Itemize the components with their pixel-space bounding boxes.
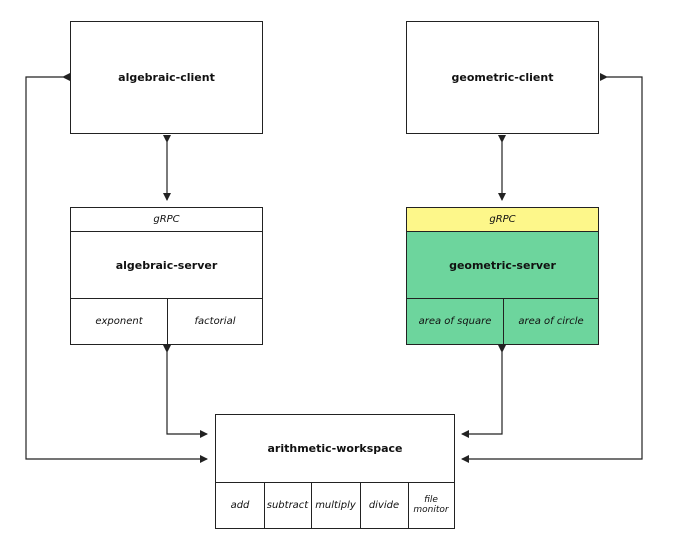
divider [408,482,409,528]
function-multiply: multiply [315,499,356,511]
connector-algebraic-client-workspace [25,73,208,463]
function-file-monitor: file monitor [413,495,449,515]
algebraic-server-protocol: gRPC [71,208,262,232]
connector-geometric-client-workspace [461,73,643,463]
divider [264,482,265,528]
divider [71,298,262,299]
function-divide: divide [368,499,400,511]
geometric-client-box: geometric-client [406,21,599,134]
arithmetic-workspace-title: arithmetic-workspace [267,442,403,455]
geometric-server-box: gRPC geometric-server area of square are… [406,207,599,345]
function-factorial: factorial [194,316,236,327]
function-area-of-square: area of square [418,316,492,327]
function-exponent: exponent [95,316,143,327]
geometric-server-title: geometric-server [449,258,556,272]
algebraic-client-title: algebraic-client [118,71,215,84]
function-area-of-circle: area of circle [518,316,584,327]
divider [503,298,504,345]
connector-algebraic-server-workspace [163,345,208,438]
geometric-client-title: geometric-client [451,71,554,84]
algebraic-client-box: algebraic-client [70,21,263,134]
divider [311,482,312,528]
geometric-server-protocol: gRPC [407,208,598,232]
algebraic-server-box: gRPC algebraic-server exponent factorial [70,207,263,345]
divider [407,298,598,299]
arithmetic-workspace-box: arithmetic-workspace add subtract multip… [215,414,455,529]
connector-geometric-server-workspace [461,345,506,438]
function-add: add [230,499,250,511]
function-subtract: subtract [266,499,309,511]
divider [216,482,454,483]
divider [360,482,361,528]
divider [167,298,168,345]
algebraic-server-title: algebraic-server [115,258,218,272]
